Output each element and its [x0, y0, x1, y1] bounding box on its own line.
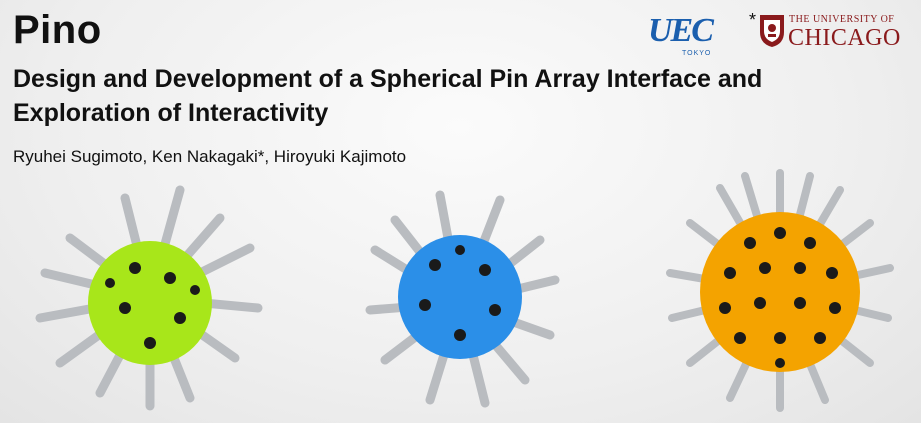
- author-list: Ryuhei Sugimoto, Ken Nakagaki*, Hiroyuki…: [13, 147, 407, 166]
- uchicago-logo-bottom-text: CHICAGO: [788, 25, 901, 51]
- uchicago-crest-icon: [760, 15, 784, 47]
- paper-subtitle: Design and Development of a Spherical Pi…: [13, 65, 763, 127]
- orange-sphere-photo: [666, 169, 894, 412]
- affiliation-logos: UEC TOKYO * THE UNIVERSITY OF CHICAGO: [645, 6, 915, 57]
- uec-logo-text: UEC: [648, 12, 714, 49]
- uchicago-logo-top-text: THE UNIVERSITY OF: [789, 14, 895, 25]
- uec-logo-subtext: TOKYO: [682, 50, 712, 57]
- uchicago-logo: THE UNIVERSITY OF CHICAGO: [759, 12, 915, 52]
- green-sphere-photo: [35, 185, 263, 411]
- blue-sphere-body: [398, 235, 522, 359]
- green-sphere-body: [88, 241, 212, 365]
- uec-logo: UEC TOKYO: [648, 12, 722, 60]
- affiliation-asterisk: *: [749, 10, 757, 30]
- page-title: Pino: [13, 8, 102, 52]
- blue-sphere-photo: [365, 190, 560, 408]
